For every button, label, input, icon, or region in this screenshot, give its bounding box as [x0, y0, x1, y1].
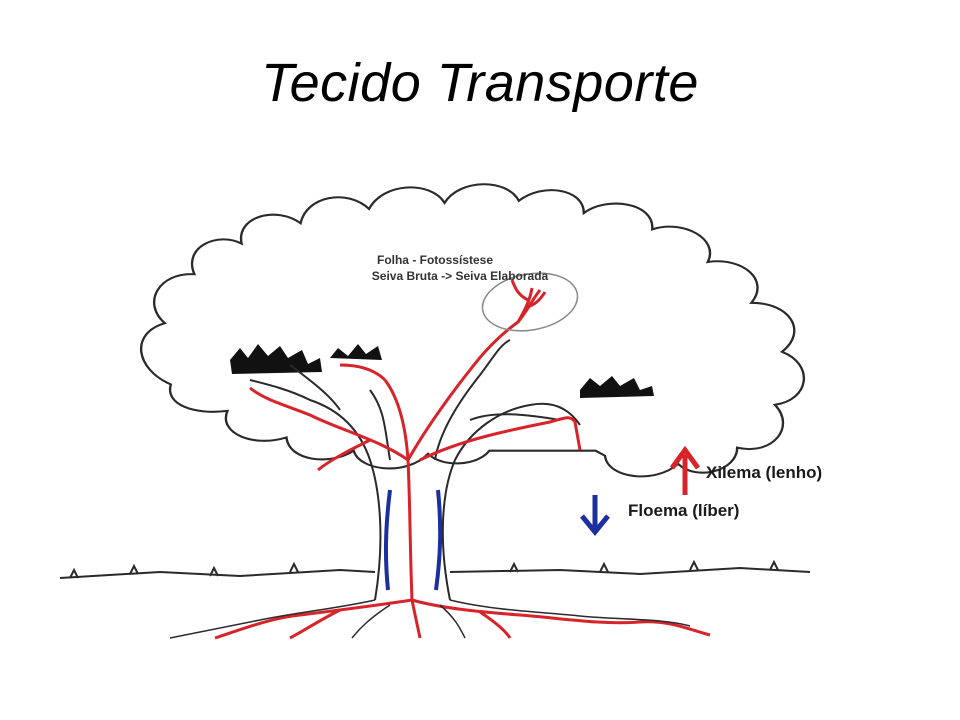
- tree-canopy: [139, 183, 806, 478]
- legend-xylem: Xilema (lenho): [669, 445, 822, 495]
- legend-phloem: Floema (líber): [580, 495, 739, 536]
- ground-line: [59, 559, 811, 579]
- legend: Xilema (lenho) Floema (líber): [580, 445, 822, 536]
- leaf-caption-line1: Folha - Fotossístese: [377, 253, 493, 267]
- leaf-outline: [481, 272, 579, 332]
- arrow-up-icon: [669, 445, 701, 495]
- phloem-vessels: [383, 489, 443, 591]
- slide-title: Tecido Transporte: [261, 53, 699, 113]
- root-outline: [169, 599, 691, 639]
- legend-phloem-label: Floema (líber): [628, 501, 739, 520]
- leaf-caption-line2: Seiva Bruta -> Seiva Elaborada: [372, 269, 549, 283]
- legend-xylem-label: Xilema (lenho): [706, 463, 822, 482]
- xylem-vessels: [214, 279, 711, 640]
- arrow-down-icon: [580, 495, 610, 536]
- tree-transport-diagram: Folha - Fotossístese Seiva Bruta -> Seiv…: [40, 160, 920, 640]
- foliage-clumps: [230, 344, 654, 398]
